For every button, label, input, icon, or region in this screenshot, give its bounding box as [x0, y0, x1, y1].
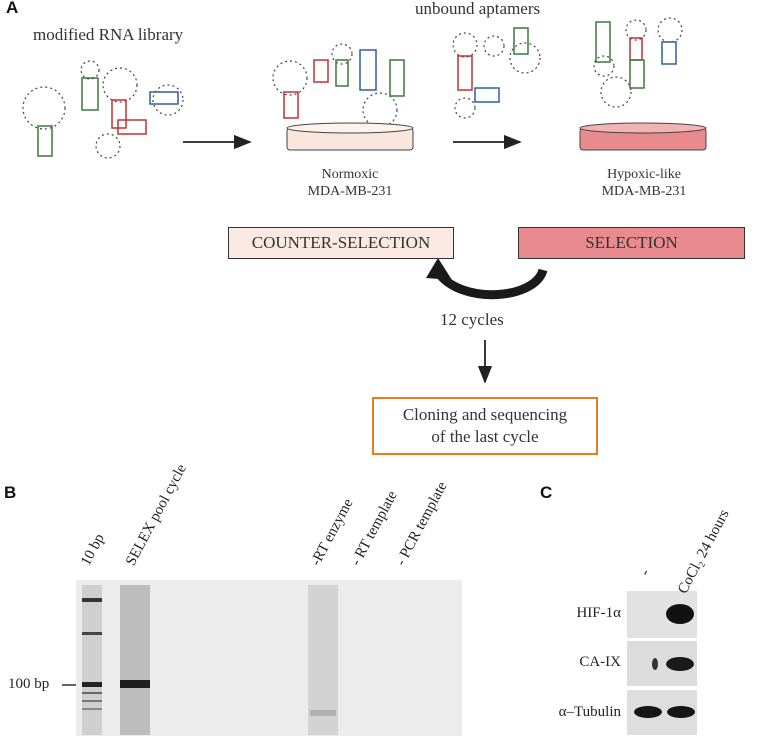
cloning-line1: Cloning and sequencing: [402, 405, 568, 424]
hypoxic-label: Hypoxic-like MDA-MB-231: [582, 166, 706, 200]
cycle-arrow: [434, 268, 548, 300]
normoxic-dish: [286, 122, 414, 151]
panel-b-letter: B: [4, 483, 17, 502]
row-label-caix: CA-IX: [579, 654, 621, 670]
panel-c-letter: C: [540, 483, 553, 502]
unbound-label: unbound aptamers: [415, 0, 541, 18]
cloning-line2: of the last cycle: [431, 427, 539, 446]
cycle-arrow-head: [426, 258, 452, 280]
cloning-box: Cloning and sequencing of the last cycle: [372, 397, 598, 455]
panel-a-letter: A: [6, 0, 19, 17]
counter-selection-box: COUNTER-SELECTION: [228, 227, 454, 259]
library-label: modified RNA library: [33, 25, 184, 44]
hypoxic-label-line1: Hypoxic-like: [607, 167, 681, 182]
row-label-tubulin: α–Tubulin: [558, 704, 621, 720]
gel-image: [76, 580, 462, 736]
row-label-hif1a: HIF-1α: [576, 605, 621, 621]
marker-label: 100 bp: [8, 676, 50, 692]
cycles-label: 12 cycles: [440, 310, 504, 329]
hypoxic-aptamer-cluster: [593, 17, 683, 108]
hypoxic-label-line2: MDA-MB-231: [601, 184, 687, 199]
normoxic-label-line1: Normoxic: [321, 167, 379, 182]
hypoxic-dish: [579, 122, 707, 151]
normoxic-aptamer-cluster: [272, 43, 405, 128]
unbound-aptamer-cluster: [452, 27, 541, 119]
normoxic-label: Normoxic MDA-MB-231: [288, 166, 412, 200]
selection-box: SELECTION: [518, 227, 745, 259]
western-blot: [627, 591, 697, 735]
rna-library-cluster: [22, 60, 184, 159]
normoxic-label-line2: MDA-MB-231: [307, 184, 393, 199]
